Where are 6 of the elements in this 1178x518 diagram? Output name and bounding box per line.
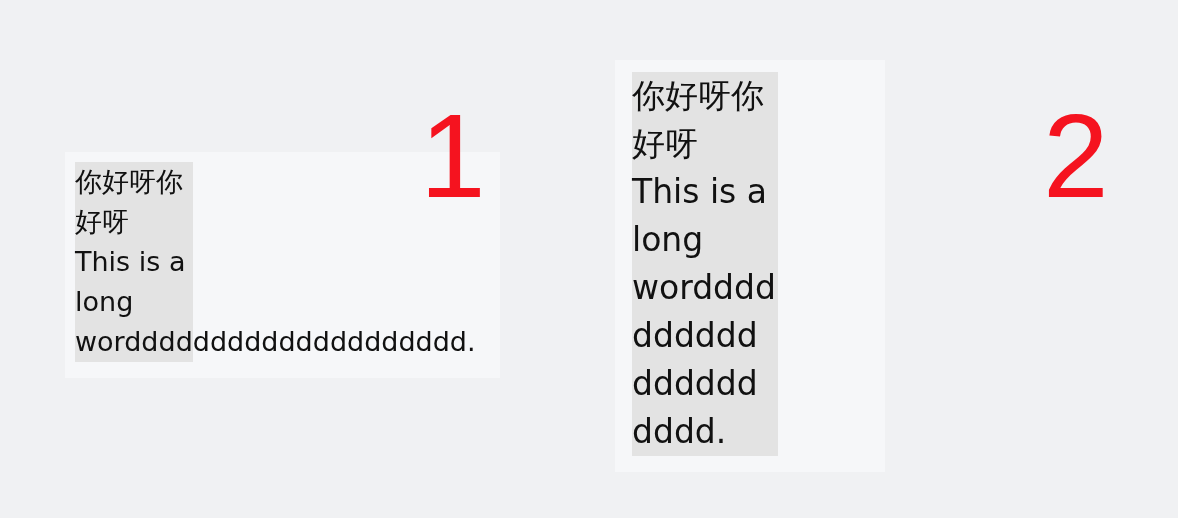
panel-number: 1 [420, 97, 486, 215]
chinese-text: 你好呀你好呀 [632, 75, 765, 165]
chinese-text: 你好呀你好呀 [75, 165, 184, 239]
panel-number: 2 [1043, 97, 1109, 215]
overflowing-text: This is a long wordddddddddddddddddddd. [75, 245, 476, 359]
wrapped-text: This is a long wordddddddddddddddddddd. [632, 171, 777, 453]
